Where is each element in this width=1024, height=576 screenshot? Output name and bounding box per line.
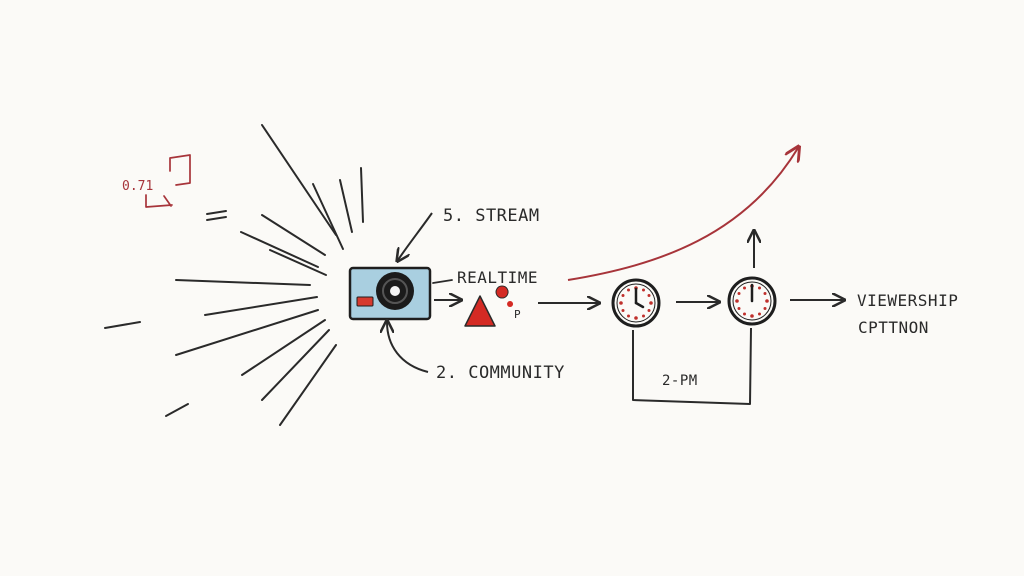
burst-line	[261, 214, 326, 256]
burst-line	[206, 216, 227, 221]
camera-icon	[348, 266, 432, 321]
burst-line	[104, 321, 141, 329]
burst-line	[241, 319, 326, 376]
burst-line	[175, 309, 319, 356]
burst-line	[261, 329, 330, 401]
corner-note-label: 0.71	[122, 179, 153, 194]
burst-line	[279, 344, 337, 426]
realtime-tick	[432, 279, 453, 284]
stream-label: 5. STREAM	[443, 206, 540, 226]
burst-line	[339, 179, 353, 233]
burst-line	[240, 231, 319, 268]
community-label: 2. COMMUNITY	[436, 363, 565, 383]
burst-line	[165, 403, 189, 417]
burst-line	[312, 183, 344, 250]
red-triangle-icon	[464, 285, 514, 327]
growth-arrow	[567, 148, 798, 281]
triangle-tag: P	[514, 308, 521, 321]
burst-line	[206, 210, 227, 215]
realtime-label: REALTIME	[457, 268, 538, 287]
interval-bracket	[632, 327, 752, 405]
stream-arrow	[398, 212, 433, 260]
burst-line	[360, 167, 364, 223]
corner-note: 0.71	[122, 154, 191, 208]
interval-label: 2-PM	[662, 373, 698, 389]
burst-lines	[104, 124, 364, 426]
community-arrow	[387, 322, 429, 373]
clock-icon	[727, 276, 777, 326]
outcome-label-line1: VIEWERSHIP	[857, 291, 958, 310]
burst-line	[175, 279, 311, 286]
burst-line	[204, 296, 318, 316]
burst-line	[261, 124, 337, 236]
burst-line	[269, 249, 327, 276]
outcome-label-line2: CPTTNON	[858, 318, 929, 337]
corner-note-bracket	[145, 154, 191, 208]
clock-icon	[611, 278, 661, 328]
